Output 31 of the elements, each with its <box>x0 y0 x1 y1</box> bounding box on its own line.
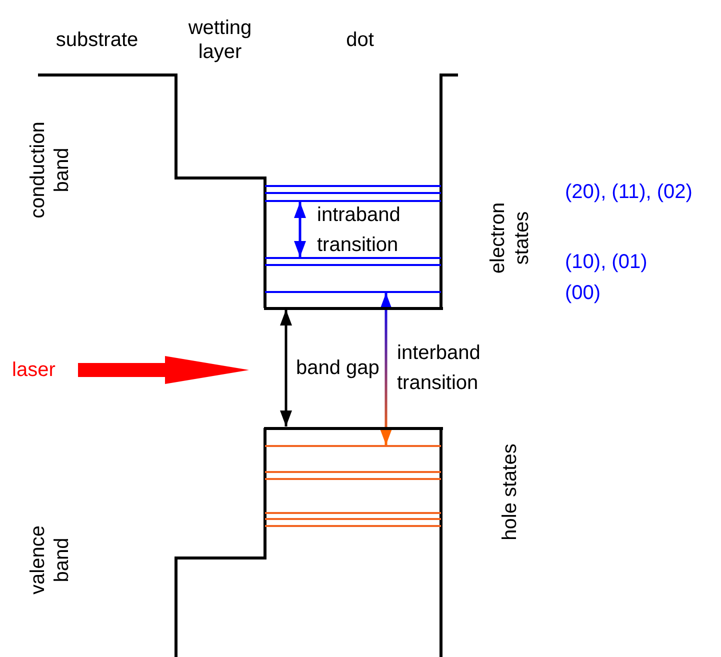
arrow <box>280 310 292 426</box>
energy-level-line <box>265 478 441 480</box>
text-label: hole states <box>498 442 522 542</box>
energy-level-line <box>265 257 441 259</box>
text-label: electron states <box>486 201 534 276</box>
energy-level-line <box>265 518 441 520</box>
text-label: valence band <box>26 524 74 596</box>
energy-level-line <box>265 192 441 194</box>
text-label: conduction band <box>26 120 74 220</box>
text-label: substrate <box>56 28 138 52</box>
text-label: (10), (01) <box>565 250 648 274</box>
energy-level-line <box>265 291 441 293</box>
arrow <box>294 202 306 257</box>
energy-level-line <box>265 200 441 202</box>
energy-level-line <box>264 426 442 430</box>
text-label: dot <box>346 28 374 52</box>
energy-level-line <box>265 471 441 473</box>
text-label: (00) <box>565 281 601 305</box>
energy-level-line <box>265 264 441 266</box>
edge-label: interband transition <box>397 341 482 396</box>
energy-level-line <box>265 525 441 527</box>
text-label: (20), (11), (02) <box>565 180 692 204</box>
energy-level-line <box>264 306 442 310</box>
edge-label: intraband transition <box>317 203 402 258</box>
energy-level-line <box>265 445 441 447</box>
energy-level-line <box>265 185 441 187</box>
node-label: laser <box>12 358 56 383</box>
text-label: wetting layer <box>187 16 253 64</box>
laser-arrow <box>78 356 249 384</box>
arrow <box>380 293 392 445</box>
energy-level-line <box>265 512 441 514</box>
